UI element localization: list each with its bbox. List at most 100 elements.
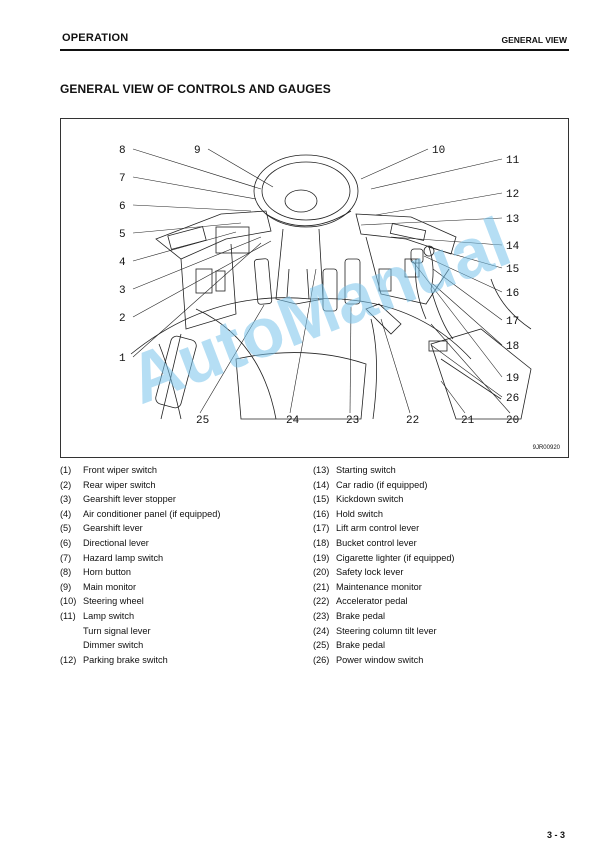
legend-item: (19)Cigarette lighter (if equipped) [313,551,454,566]
callout-number: 8 [119,145,126,157]
callout-leader-line [132,148,262,190]
callout-number: 11 [506,155,520,167]
legend-left-column: (1)Front wiper switch(2)Rear wiper switc… [60,463,220,667]
legend-right-column: (13) Starting switch (14) Car radio (if equ… [313,463,454,667]
callout-number: 14 [506,241,520,253]
legend-label: Maintenance monitor [336,581,422,592]
section-title: GENERAL VIEW OF CONTROLS AND GAUGES [60,82,331,96]
callout-leader-line [132,240,272,318]
legend-item: (23)Brake pedal [313,609,454,624]
callout-number: 3 [119,285,126,297]
callout-number: 5 [119,229,126,241]
callout-leader-line [132,176,257,200]
legend-item: (2)Rear wiper switch [60,478,220,493]
legend-number: (10) [60,596,77,607]
legend-item: (3) Gearshift lever stopper [60,492,220,507]
legend-number: (4) [60,508,72,519]
legend-item: (8) Horn button [60,565,220,580]
legend-label: Steering wheel [83,596,144,607]
callout-number: 4 [119,257,126,269]
callout-leader-line [390,236,503,246]
legend-number: (13) [313,465,330,475]
legend-item: (4) Air conditioner panel (if equipped) [60,507,220,522]
callout-leader-line [430,344,503,398]
legend-item: (17)Lift arm control lever [313,521,454,536]
legend-number: (6) [60,537,72,548]
callout-leader-line [375,192,503,216]
callout-number: 21 [461,415,475,427]
legend-label: Brake pedal [336,640,386,651]
callout-number: 9 [194,145,201,157]
legend-sub-item: Dimmer switch [83,640,144,651]
legend-label: Hold switch [336,508,383,519]
callout-number: 12 [506,189,519,201]
callout-leader-line [360,148,429,180]
legend-number: (21) [313,581,330,592]
legend-number: (24) [313,625,330,636]
legend-number: (17) [313,523,330,534]
legend-label: Gearshift lever stopper [83,494,176,505]
legend-sub-item: Turn signal lever [83,625,151,636]
header-rule [60,49,569,51]
callout-leader-line [132,236,262,290]
legend-label: Front wiper switch [83,465,158,475]
legend-item: (11)Lamp switch [60,609,220,624]
legend-item: (24) Steering column tilt lever [313,624,454,639]
legend-label: Starting switch [336,465,396,475]
callout-number: 24 [286,415,300,427]
header-chapter: GENERAL VIEW [501,35,568,45]
legend-number: (7) [60,552,72,563]
callout-number: 22 [406,415,419,427]
legend-number: (15) [313,494,330,505]
legend-item: (26)Power window switch [313,653,454,668]
steering-wheel-drawing [253,154,359,228]
callout-number: 26 [506,393,519,405]
callout-number: 20 [506,415,519,427]
legend-item: (9)Main monitor [60,580,220,595]
callout-number: 25 [196,415,209,427]
callout-leader-line [380,318,411,414]
callout-leader-line [132,242,262,358]
legend-label: Horn button [83,567,132,578]
header-section: OPERATION [62,32,129,44]
legend-number: (14) [313,479,330,490]
legend-label: Car radio (if equipped) [336,479,428,490]
legend-number: (16) [313,508,330,519]
callout-leader-line [349,306,352,414]
legend-number: (25) [313,640,330,651]
callout-number: 13 [506,214,519,226]
legend-label: Air conditioner panel (if equipped) [83,508,221,519]
legend-number: (8) [60,567,72,578]
callout-leader-line [289,268,317,414]
callout-number: 17 [506,316,519,328]
legend-label: Bucket control lever [336,537,417,548]
callout-number: 15 [506,264,519,276]
legend-number: (3) [60,494,72,505]
legend-label: Power window switch [336,654,424,665]
legend-number: (12) [60,654,77,665]
callout-number: 19 [506,373,519,385]
legend-item: (7)Hazard lamp switch [60,551,220,566]
callout-number: 6 [119,201,126,213]
callout-leader-line [132,231,237,262]
legend-label: Directional lever [83,537,149,548]
legend-number: (20) [313,567,330,578]
legend-label: Gearshift lever [83,523,143,534]
legend-item: (16) Hold switch [313,507,454,522]
callout-number: 2 [119,313,126,325]
legend-item: (22)Accelerator pedal [313,594,454,609]
legend-number: (23) [313,610,330,621]
callout-number: 18 [506,341,519,353]
legend-label: Steering column tilt lever [336,625,437,636]
legend-number: (19) [313,552,330,563]
callout-number: 16 [506,288,519,300]
callout-leader-line [427,246,503,269]
legend-number: (18) [313,537,330,548]
callout-leader-line [132,222,242,234]
callout-number: 10 [432,145,445,157]
legend-number: (2) [60,479,72,490]
legend-label: Main monitor [83,581,137,592]
legend-item: (1)Front wiper switch [60,463,220,478]
legend-item: (15)Kickdown switch [313,492,454,507]
